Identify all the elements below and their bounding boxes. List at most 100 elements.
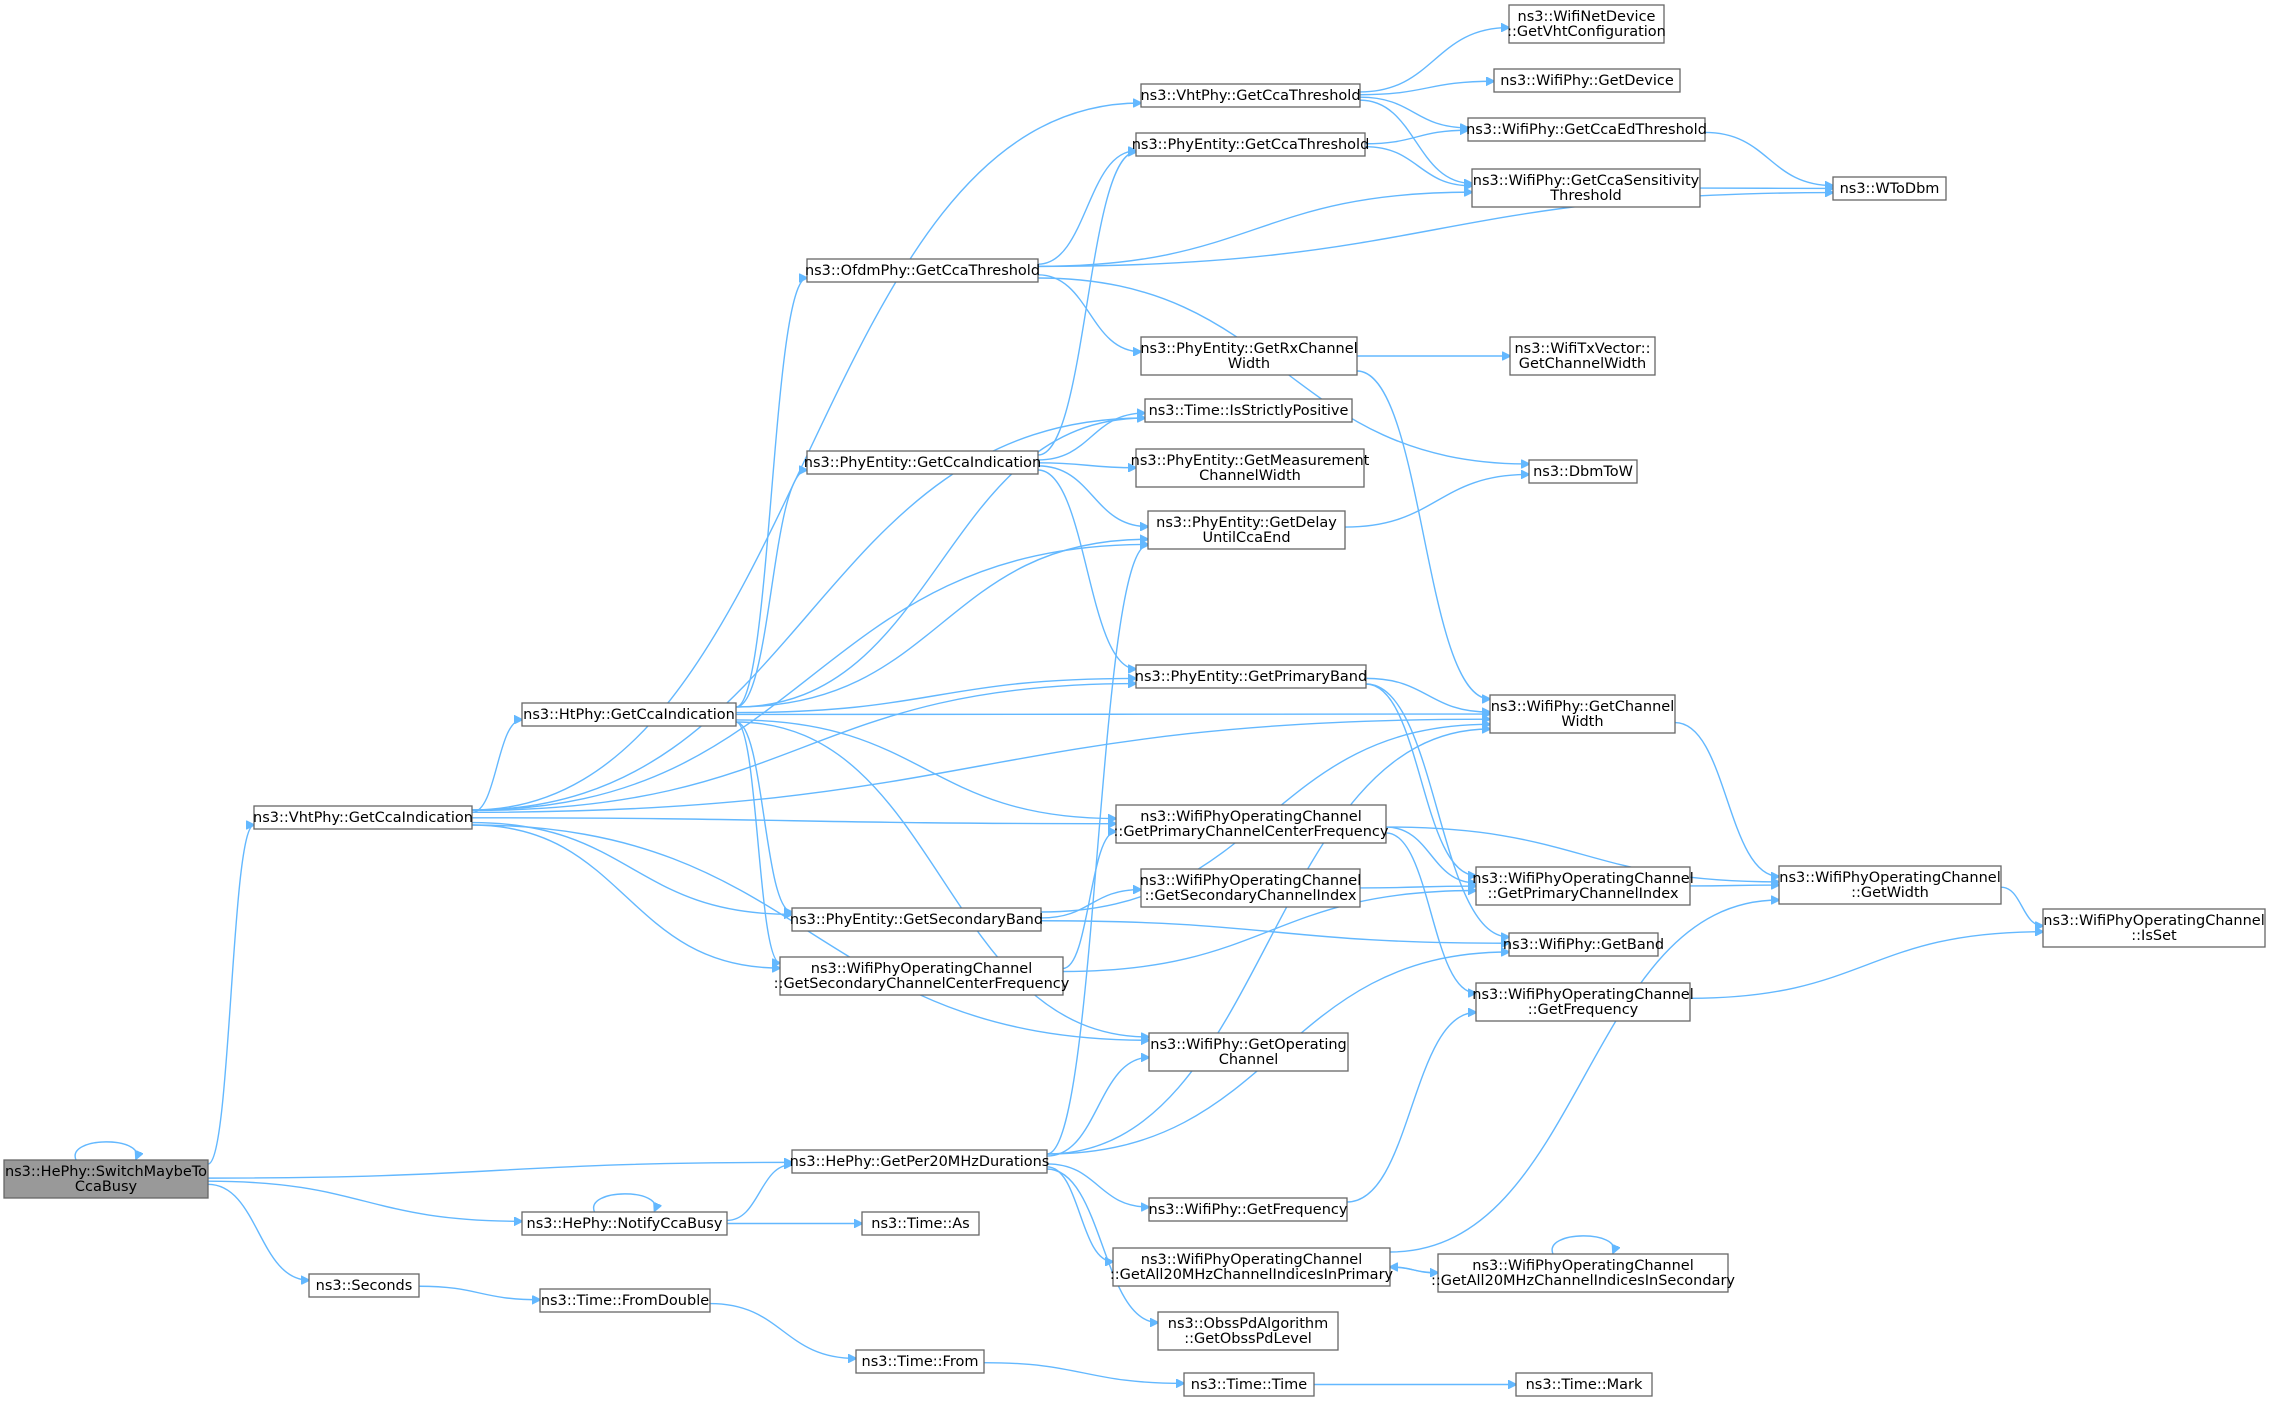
node-wpocGetSecIdx[interactable]: ns3::WifiPhyOperatingChannel::GetSeconda…: [1140, 868, 1361, 908]
node-box: [1515, 1372, 1653, 1397]
node-wifiGetCW[interactable]: ns3::WifiPhy::GetChannelWidth: [1489, 694, 1676, 734]
edge-heGetPer20-to-wifiGetCW: [1046, 729, 1490, 1155]
node-box: [1148, 1032, 1349, 1072]
edge-wifiGetCW-to-wpocGetWidth: [1674, 721, 1779, 877]
node-label: CcaBusy: [75, 1179, 138, 1195]
node-label: ::IsSet: [2131, 928, 2177, 944]
node-wpocGetWidth[interactable]: ns3::WifiPhyOperatingChannel::GetWidth: [1778, 865, 2002, 905]
node-box: [806, 258, 1039, 283]
node-label: ::GetObssPdLevel: [1184, 1331, 1312, 1347]
node-box: [1115, 804, 1387, 844]
node-phyGetCcaInd[interactable]: ns3::PhyEntity::GetCcaIndication: [804, 450, 1041, 475]
node-box: [1147, 510, 1346, 550]
node-wpocGetAllSec[interactable]: ns3::WifiPhyOperatingChannel::GetAll20MH…: [1431, 1253, 1735, 1293]
node-label: Width: [1228, 356, 1270, 372]
node-label: ::GetFrequency: [1528, 1002, 1639, 1018]
node-dbmToW[interactable]: ns3::DbmToW: [1528, 459, 1638, 484]
edge-switch-to-notifyCcaBusy: [207, 1180, 522, 1221]
node-label: ns3::WifiPhyOperatingChannel: [2043, 913, 2264, 929]
node-wndGetVht[interactable]: ns3::WifiNetDevice::GetVhtConfiguration: [1507, 4, 1666, 44]
node-timeMark[interactable]: ns3::Time::Mark: [1515, 1372, 1653, 1397]
node-wifiGetCcaEd[interactable]: ns3::WifiPhy::GetCcaEdThreshold: [1466, 117, 1707, 142]
node-wifiTxGetCW[interactable]: ns3::WifiTxVector::GetChannelWidth: [1509, 336, 1656, 376]
node-box: [1135, 664, 1367, 689]
node-wifiGetFreq[interactable]: ns3::WifiPhy::GetFrequency: [1148, 1197, 1348, 1222]
node-wpocGetPrimIdx[interactable]: ns3::WifiPhyOperatingChannel::GetPrimary…: [1472, 866, 1694, 906]
node-phyGetMeasCW[interactable]: ns3::PhyEntity::GetMeasurementChannelWid…: [1131, 448, 1370, 488]
node-fromDouble[interactable]: ns3::Time::FromDouble: [539, 1288, 711, 1313]
edge-vhtGetCcaInd-to-phyGetPrimBand: [471, 684, 1136, 812]
node-wpocGetPrimCF[interactable]: ns3::WifiPhyOperatingChannel::GetPrimary…: [1114, 804, 1389, 844]
edge-htGetCcaInd-to-ofdmGetCcaThr: [735, 278, 807, 708]
node-label: ns3::Time::Time: [1191, 1377, 1308, 1393]
node-timeAs[interactable]: ns3::Time::As: [861, 1211, 980, 1236]
node-wToDbm[interactable]: ns3::WToDbm: [1832, 176, 1947, 201]
node-label: ns3::WifiPhy::GetDevice: [1500, 73, 1674, 89]
edge-wpocGetPrimCF-to-wpocGetFreq: [1385, 832, 1476, 993]
edge-wpocGetFreq-to-wpocIsSet: [1689, 932, 2043, 999]
node-timeFrom[interactable]: ns3::Time::From: [855, 1349, 985, 1374]
edge-phyGetSecBand-to-wpocGetSecIdx: [1040, 890, 1141, 919]
node-box: [1528, 459, 1638, 484]
edge-phyGetPrimBand-to-wifiGetBand: [1365, 683, 1509, 937]
node-label: ::GetAll20MHzChannelIndicesInSecondary: [1431, 1273, 1735, 1289]
edge-phyGetDelay-to-dbmToW: [1344, 474, 1529, 528]
node-heGetPer20[interactable]: ns3::HePhy::GetPer20MHzDurations: [790, 1149, 1050, 1174]
edge-wifiGetCcaEd-to-wToDbm: [1704, 131, 1833, 185]
edge-vhtGetCcaInd-to-htGetCcaInd: [471, 720, 522, 814]
node-label: ::GetWidth: [1851, 885, 1929, 901]
node-wpocIsSet[interactable]: ns3::WifiPhyOperatingChannel::IsSet: [2042, 908, 2266, 948]
node-ofdmGetCcaThr[interactable]: ns3::OfdmPhy::GetCcaThreshold: [805, 258, 1040, 283]
edge-htGetCcaInd-to-wifiGetOpCh: [735, 721, 1149, 1037]
node-timeTime[interactable]: ns3::Time::Time: [1183, 1372, 1315, 1397]
node-label: Channel: [1219, 1052, 1279, 1068]
node-label: ::GetVhtConfiguration: [1507, 24, 1666, 40]
node-label: ns3::Time::FromDouble: [541, 1293, 709, 1309]
node-obssGet[interactable]: ns3::ObssPdAlgorithm::GetObssPdLevel: [1157, 1311, 1339, 1351]
edge-wpocGetAllSec-to-wpocGetAllPrim: [1390, 1267, 1439, 1274]
edge-vhtGetCcaThr-to-wifiGetCcaSens: [1359, 99, 1472, 183]
edge-htGetCcaInd-to-timeIsSP: [735, 418, 1145, 708]
node-label: ::GetSecondaryChannelIndex: [1145, 888, 1357, 904]
node-label: ns3::PhyEntity::GetMeasurement: [1131, 453, 1370, 469]
node-vhtGetCcaInd[interactable]: ns3::VhtPhy::GetCcaIndication: [253, 805, 473, 830]
node-timeIsSP[interactable]: ns3::Time::IsStrictlyPositive: [1144, 398, 1353, 423]
node-notifyCcaBusy[interactable]: ns3::HePhy::NotifyCcaBusy: [521, 1211, 728, 1236]
node-wpocGetSecCF[interactable]: ns3::WifiPhyOperatingChannel::GetSeconda…: [774, 956, 1070, 996]
node-box: [1135, 132, 1366, 157]
node-box: [1508, 932, 1659, 957]
node-wifiGetBand[interactable]: ns3::WifiPhy::GetBand: [1503, 932, 1664, 957]
node-label: ns3::WifiPhyOperatingChannel: [1472, 871, 1693, 887]
node-label: ns3::WifiPhyOperatingChannel: [1140, 873, 1361, 889]
node-seconds[interactable]: ns3::Seconds: [308, 1273, 420, 1298]
node-box: [791, 1149, 1048, 1174]
node-phyGetCcaThr[interactable]: ns3::PhyEntity::GetCcaThreshold: [1132, 132, 1370, 157]
node-label: ns3::PhyEntity::GetCcaIndication: [804, 455, 1041, 471]
edge-htGetCcaInd-to-phyGetCcaInd: [735, 470, 807, 708]
node-box: [861, 1211, 980, 1236]
edge-wpocGetPrimCF-to-wpocGetPrimIdx: [1385, 826, 1476, 883]
node-phyGetPrimBand[interactable]: ns3::PhyEntity::GetPrimaryBand: [1135, 664, 1367, 689]
node-box: [791, 907, 1042, 932]
node-label: ns3::HePhy::NotifyCcaBusy: [527, 1216, 723, 1232]
node-box: [855, 1349, 985, 1374]
node-box: [779, 956, 1064, 996]
node-htGetCcaInd[interactable]: ns3::HtPhy::GetCcaIndication: [521, 702, 737, 727]
node-wpocGetAllPrim[interactable]: ns3::WifiPhyOperatingChannel::GetAll20MH…: [1110, 1247, 1394, 1287]
edge-heGetPer20-to-phyGetDelay: [1046, 545, 1148, 1155]
node-phyGetSecBand[interactable]: ns3::PhyEntity::GetSecondaryBand: [790, 907, 1043, 932]
edge-phyGetPrimBand-to-wpocGetPrimIdx: [1365, 683, 1476, 876]
node-wifiGetDevice[interactable]: ns3::WifiPhy::GetDevice: [1493, 68, 1681, 93]
node-box: [1112, 1247, 1391, 1287]
node-wpocGetFreq[interactable]: ns3::WifiPhyOperatingChannel::GetFrequen…: [1472, 982, 1694, 1022]
node-vhtGetCcaThr[interactable]: ns3::VhtPhy::GetCcaThreshold: [1140, 83, 1361, 108]
edge-phyGetCcaInd-to-phyGetCcaThr: [1037, 152, 1136, 456]
node-label: ns3::Time::As: [871, 1216, 969, 1232]
node-box: [1832, 176, 1947, 201]
